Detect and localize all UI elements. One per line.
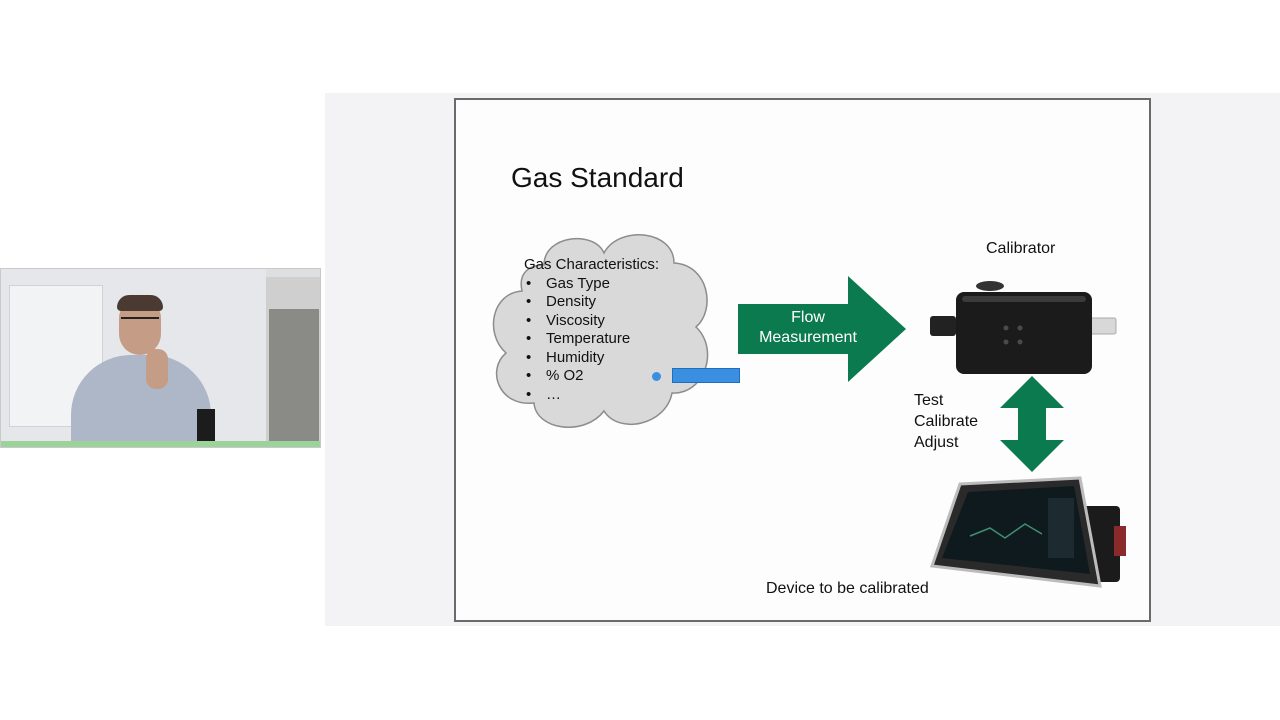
chair <box>197 409 215 447</box>
action-calibrate: Calibrate <box>914 413 979 430</box>
device-label: Device to be calibrated <box>766 580 929 597</box>
device-image <box>930 476 1126 588</box>
gas-characteristics-heading: Gas Characteristics: <box>524 256 660 273</box>
presenter-hair <box>117 295 163 311</box>
pointer-dot <box>652 372 661 381</box>
right-arrow-icon <box>738 276 906 382</box>
list-item: Temperature <box>524 330 659 349</box>
list-item: Density <box>524 293 659 312</box>
pointer-label <box>672 368 740 383</box>
presenter-hand <box>146 349 168 389</box>
action-test: Test <box>914 392 944 409</box>
list-item: Humidity <box>524 349 659 368</box>
up-down-arrow-icon <box>1000 376 1064 472</box>
presenter-body <box>71 355 211 447</box>
list-item: Gas Type <box>524 275 659 294</box>
action-adjust: Adjust <box>914 434 959 451</box>
list-item: … <box>524 386 659 405</box>
actions-list: Test Calibrate Adjust <box>914 390 978 453</box>
slide-title: Gas Standard <box>511 162 684 193</box>
webcam-bottom-border <box>1 441 320 447</box>
list-item: % O2 <box>524 367 659 386</box>
presenter-glasses <box>121 317 159 327</box>
calibrator-label: Calibrator <box>986 240 1056 257</box>
gas-characteristics-list: Gas Type Density Viscosity Temperature H… <box>524 275 659 405</box>
presenter-webcam <box>0 268 321 448</box>
calibrator-image <box>930 281 1117 374</box>
list-item: Viscosity <box>524 312 659 331</box>
presentation-slide: Gas Standard Gas Characteristics: Gas Ty… <box>454 98 1151 622</box>
door <box>269 309 319 447</box>
gas-characteristics: Gas Characteristics: Gas Type Density Vi… <box>524 256 659 404</box>
flow-measurement-label: Flow Measurement <box>759 309 857 346</box>
